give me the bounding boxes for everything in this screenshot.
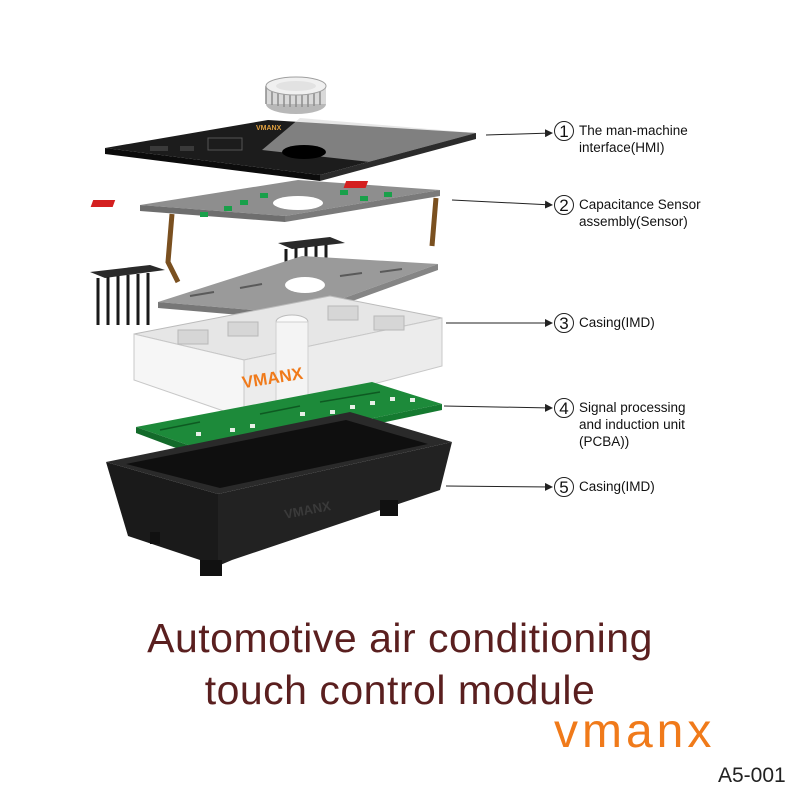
page-title: Automotive air conditioning touch contro…	[147, 615, 653, 713]
callout-number: 3	[554, 313, 574, 333]
callout-label: Casing(IMD)	[579, 479, 655, 494]
white-casing-icon: VMANX	[133, 295, 443, 425]
model-number: A5-001	[718, 764, 786, 787]
callout-sensor: 2 Capacitance Sensor assembly(Sensor)	[554, 195, 701, 230]
sensor-board-icon	[90, 180, 440, 284]
brand-logo: vmanx	[554, 705, 716, 758]
callout-pcba: 4 Signal processing and induction unit (…	[554, 398, 686, 450]
leader-line-4	[443, 403, 553, 412]
leader-line-5	[445, 482, 553, 491]
callout-label: The man-machine interface(HMI)	[579, 123, 688, 155]
black-casing-icon: VMANX	[106, 412, 452, 576]
callout-casing-imd-bottom: 5 Casing(IMD)	[554, 477, 655, 497]
callout-number: 5	[554, 477, 574, 497]
callout-label: Capacitance Sensor assembly(Sensor)	[579, 197, 701, 229]
knob-icon	[265, 76, 327, 114]
hmi-panel-icon: VMANX	[105, 118, 476, 181]
callout-label: Signal processing and induction unit (PC…	[579, 400, 686, 449]
callout-label: Casing(IMD)	[579, 315, 655, 330]
callout-number: 4	[554, 398, 574, 418]
callout-casing-imd-top: 3 Casing(IMD)	[554, 313, 655, 333]
callout-hmi: 1 The man-machine interface(HMI)	[554, 121, 688, 156]
callout-number: 2	[554, 195, 574, 215]
leader-line-1	[485, 129, 553, 138]
hmi-brand-mark: VMANX	[256, 125, 282, 132]
leader-line-2	[451, 199, 553, 209]
callout-number: 1	[554, 121, 574, 141]
